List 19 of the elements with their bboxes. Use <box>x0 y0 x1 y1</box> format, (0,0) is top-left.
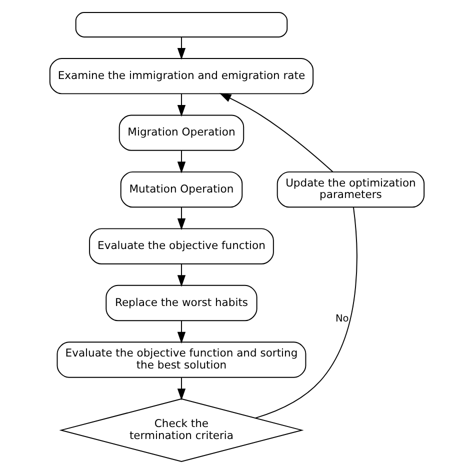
arrow <box>177 93 186 117</box>
node-box <box>75 12 288 38</box>
arrow <box>219 93 334 172</box>
connector <box>254 206 358 419</box>
node-box: Mutation Operation <box>120 171 243 208</box>
edge-label: No <box>335 314 349 325</box>
arrow <box>177 264 186 287</box>
node-diamond: Check the termination criteria <box>59 398 304 462</box>
arrow <box>177 206 186 230</box>
arrow <box>177 150 186 174</box>
node-box: Replace the worst habits <box>106 284 258 322</box>
arrow <box>177 36 186 60</box>
node-box: Update the optimization parameters <box>276 171 425 208</box>
arrow <box>177 377 186 400</box>
node-box: Evaluate the objective function and sorting the best solution <box>56 342 306 378</box>
arrow <box>177 320 186 344</box>
node-box: Migration Operation <box>118 114 244 151</box>
node-box: Examine the immigration and emigration rate <box>49 58 314 94</box>
node-box: Evaluate the objective function <box>89 228 274 264</box>
